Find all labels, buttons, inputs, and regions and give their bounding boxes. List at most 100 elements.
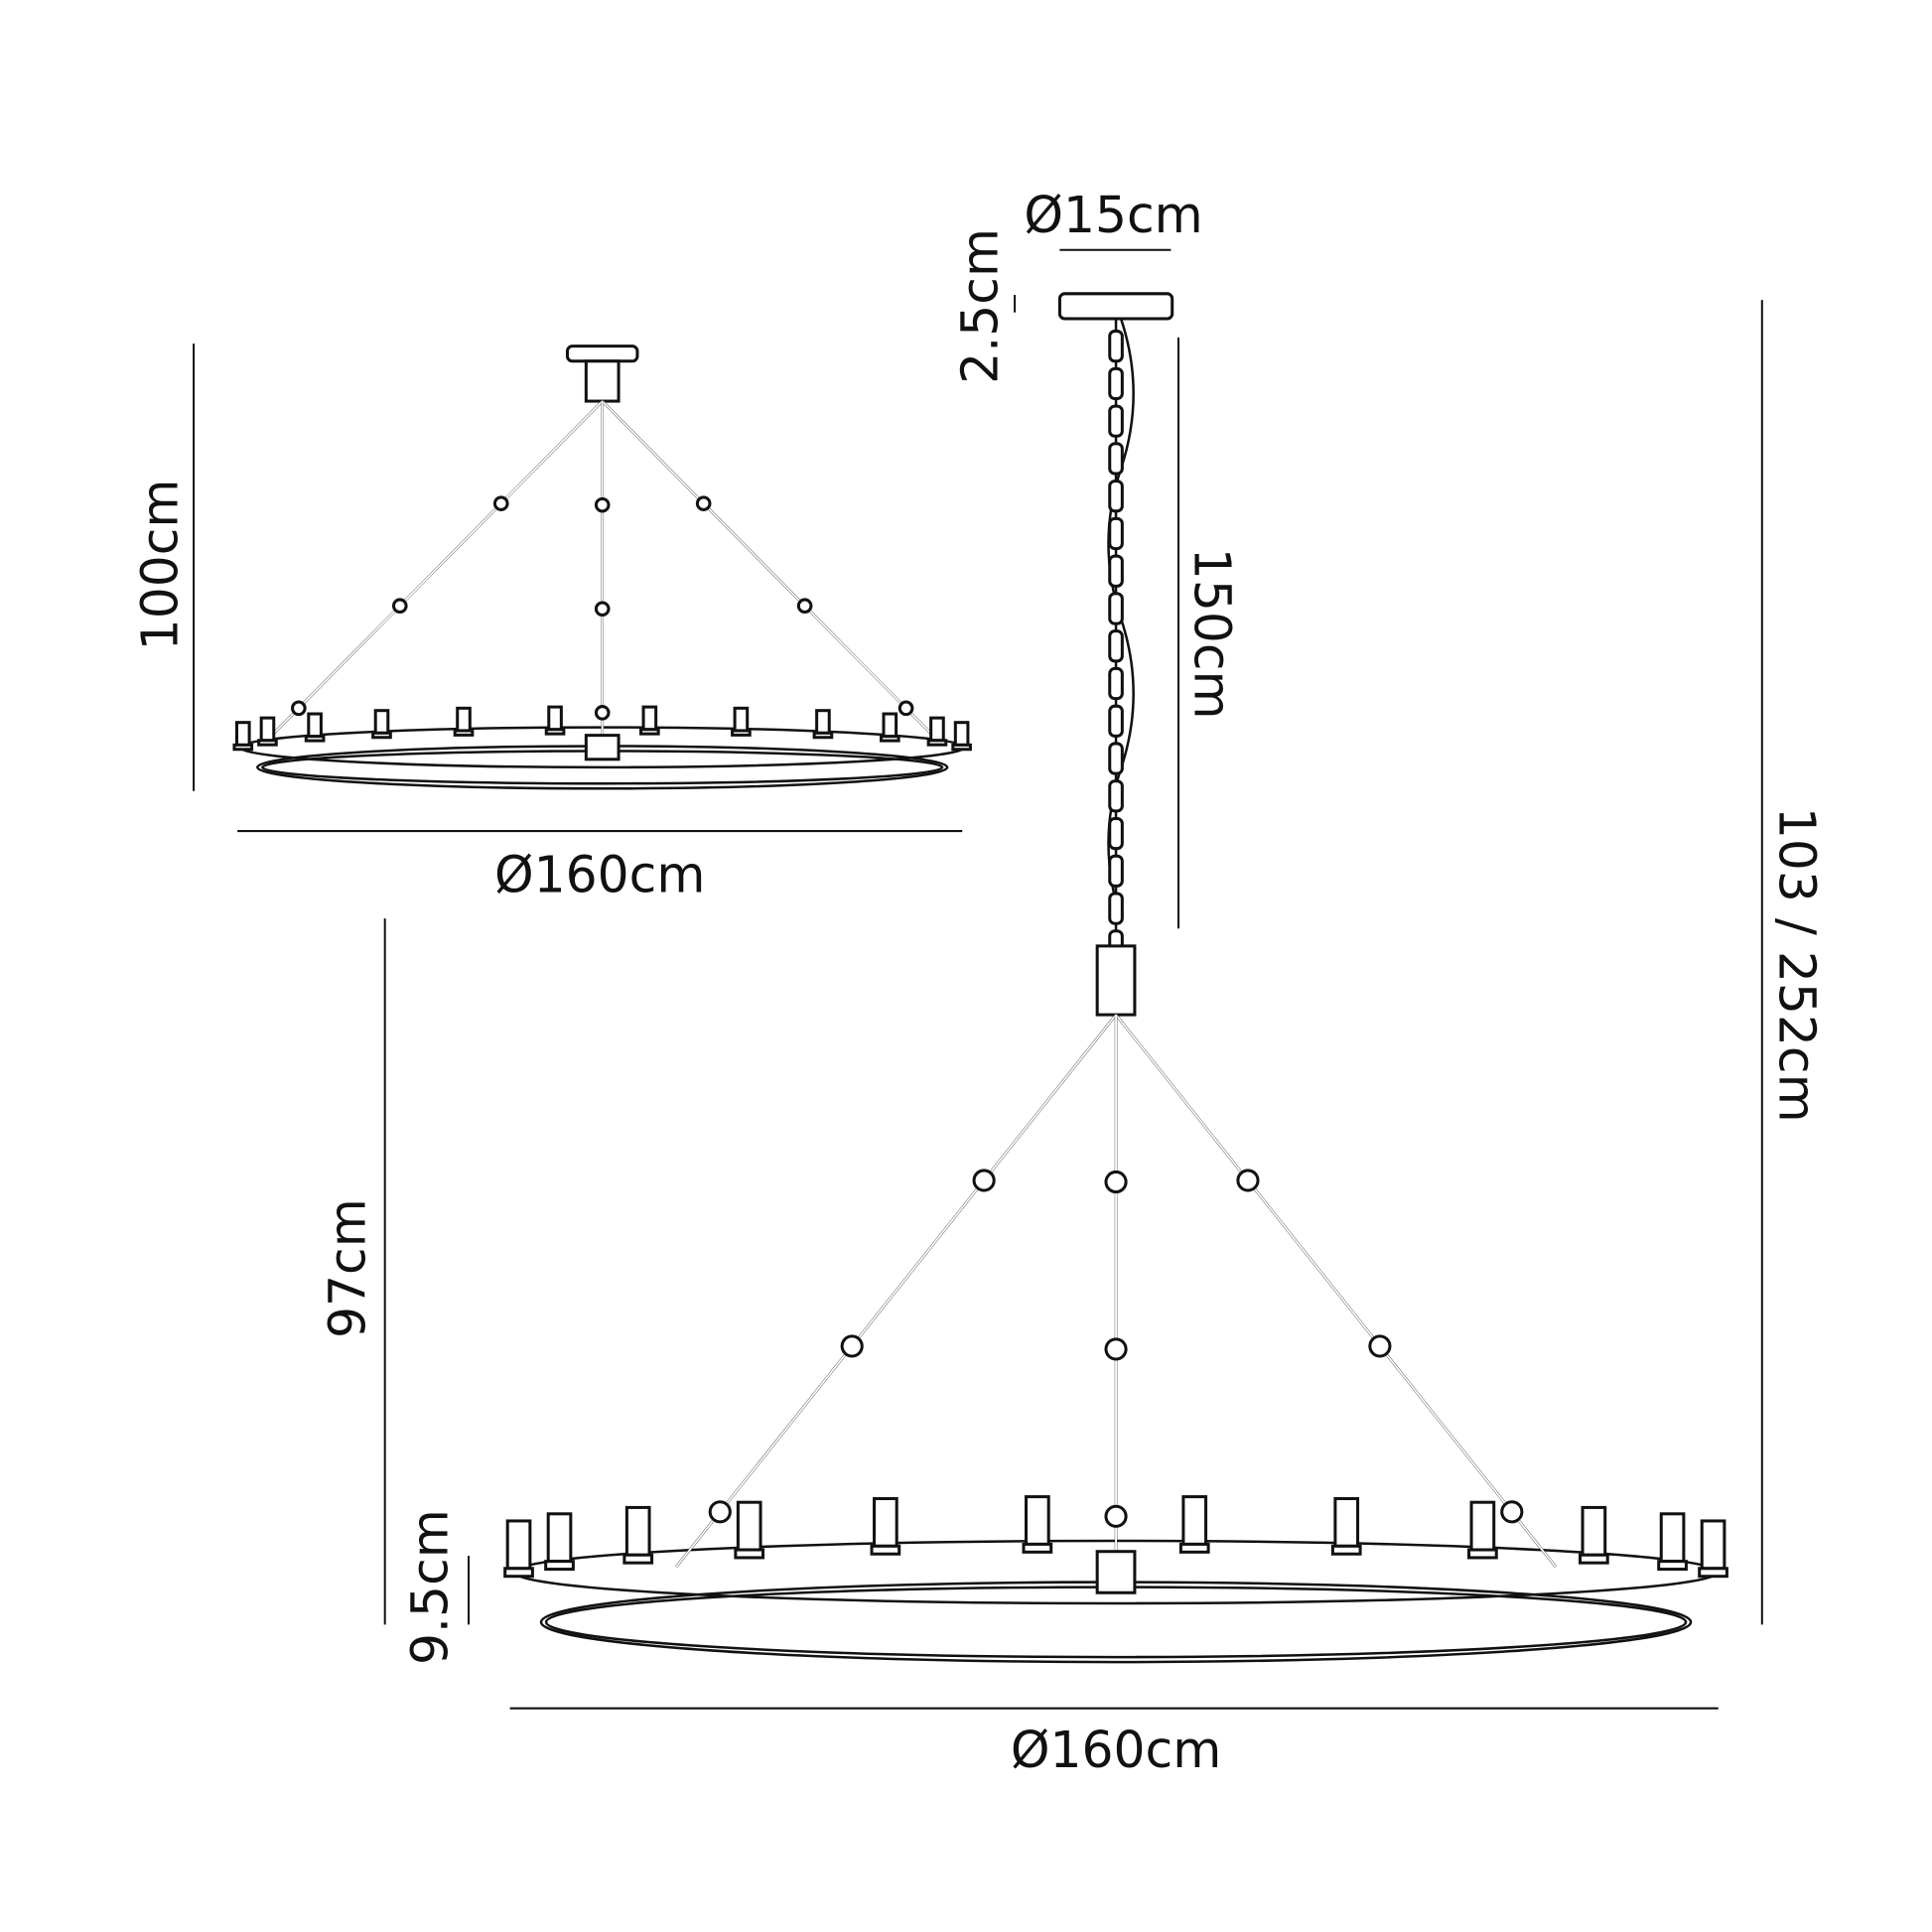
chain-link bbox=[1108, 779, 1124, 813]
arm-joint bbox=[695, 495, 712, 511]
candle bbox=[259, 716, 276, 743]
chain-link bbox=[1108, 554, 1124, 588]
candle-holder bbox=[1698, 1567, 1728, 1579]
candle-holder bbox=[731, 729, 752, 737]
chain-link bbox=[1108, 854, 1124, 888]
candle-holder bbox=[879, 735, 900, 743]
candle bbox=[505, 1519, 532, 1571]
ceiling-canopy bbox=[1057, 292, 1174, 321]
chain-link bbox=[1108, 480, 1124, 513]
arm-highlight bbox=[675, 1014, 1117, 1569]
total-height-label: 103 / 252cm bbox=[1767, 807, 1826, 1123]
arm-joint bbox=[1500, 1500, 1524, 1524]
arm-joint bbox=[840, 1334, 864, 1358]
chain-link bbox=[1108, 592, 1124, 625]
candle bbox=[1659, 1512, 1686, 1564]
arm-joint bbox=[594, 496, 611, 513]
candle bbox=[1581, 1505, 1607, 1557]
canopy-height-label: 2.5cm bbox=[950, 228, 1009, 384]
candle bbox=[547, 705, 563, 732]
chain-link bbox=[1108, 892, 1124, 925]
small-diameter-label: Ø160cm bbox=[494, 846, 705, 904]
candle-holder bbox=[503, 1567, 534, 1579]
candle-holder bbox=[926, 739, 948, 747]
candle-holder bbox=[1579, 1553, 1609, 1565]
candle bbox=[456, 706, 472, 733]
small-height-label: 100cm bbox=[131, 480, 190, 651]
candle-holder bbox=[257, 739, 278, 747]
candle-holder bbox=[1467, 1548, 1498, 1560]
chain-link bbox=[1108, 629, 1124, 663]
candle-holder bbox=[232, 743, 254, 752]
arm-joint bbox=[291, 700, 307, 717]
chain-link bbox=[1108, 516, 1124, 551]
body-height-label: 97cm bbox=[319, 1198, 377, 1338]
chain-link bbox=[1108, 404, 1124, 438]
chain-link bbox=[1108, 442, 1124, 476]
arm-joint bbox=[796, 598, 813, 615]
arm-joint bbox=[1368, 1334, 1392, 1358]
candle bbox=[1333, 1496, 1360, 1548]
arm-joint bbox=[897, 700, 914, 717]
arm-joint bbox=[1104, 1504, 1128, 1528]
candle bbox=[307, 712, 323, 739]
candle bbox=[736, 1500, 762, 1552]
candle-holder bbox=[1178, 1542, 1210, 1554]
candle-holder bbox=[734, 1548, 765, 1560]
arm-joint bbox=[391, 598, 408, 615]
candle-holder bbox=[1657, 1560, 1688, 1572]
candle bbox=[641, 705, 658, 732]
candle-holder bbox=[812, 731, 834, 740]
arm-joint bbox=[1236, 1169, 1260, 1192]
arm-joint bbox=[492, 495, 509, 511]
candle bbox=[1025, 1495, 1050, 1546]
arm-joint bbox=[1104, 1337, 1128, 1361]
dimension-lines bbox=[193, 248, 1763, 1710]
candle-holder bbox=[870, 1544, 901, 1556]
candle bbox=[1469, 1500, 1496, 1552]
candle-holder bbox=[371, 731, 392, 740]
chain-link bbox=[1108, 666, 1124, 701]
candle bbox=[733, 706, 750, 733]
chain-length-label: 150cm bbox=[1182, 548, 1241, 720]
candle-holder bbox=[544, 728, 566, 736]
chain-link bbox=[1108, 704, 1124, 738]
arm-highlight bbox=[602, 400, 941, 744]
candle-holder bbox=[622, 1553, 654, 1565]
candle bbox=[1700, 1519, 1726, 1571]
center-block bbox=[584, 734, 621, 761]
hub bbox=[584, 359, 621, 403]
canopy-diameter-label: Ø15cm bbox=[1024, 186, 1202, 244]
arm-joint bbox=[594, 705, 611, 721]
arm-joint bbox=[972, 1169, 996, 1192]
candle-holder bbox=[1022, 1542, 1053, 1554]
chain-link bbox=[1108, 816, 1124, 851]
candle bbox=[546, 1512, 573, 1564]
ceiling-canopy bbox=[565, 345, 639, 363]
candle-holder bbox=[304, 735, 326, 743]
arm-highlight bbox=[264, 400, 604, 744]
arm-joint bbox=[708, 1500, 732, 1524]
candle bbox=[929, 716, 945, 743]
arm-joint bbox=[594, 601, 611, 618]
candle-holder bbox=[639, 728, 660, 736]
candle bbox=[234, 721, 251, 747]
small-chandelier bbox=[232, 345, 972, 790]
lower-ring-inner bbox=[544, 1586, 1688, 1659]
candle bbox=[953, 721, 970, 747]
ring-height-label: 9.5cm bbox=[401, 1509, 460, 1665]
arm-joint bbox=[1104, 1170, 1128, 1194]
candle-holder bbox=[544, 1560, 575, 1572]
candle bbox=[882, 712, 898, 739]
candle-holder bbox=[1330, 1544, 1362, 1556]
candle bbox=[373, 709, 390, 735]
candle bbox=[624, 1505, 651, 1557]
candle bbox=[1181, 1495, 1208, 1546]
candle-holder bbox=[951, 743, 972, 752]
chain-link bbox=[1108, 366, 1124, 401]
candle-holder bbox=[453, 729, 475, 737]
arm-highlight bbox=[1115, 1014, 1557, 1569]
large-diameter-label: Ø160cm bbox=[1011, 1721, 1221, 1779]
candle bbox=[815, 709, 831, 735]
